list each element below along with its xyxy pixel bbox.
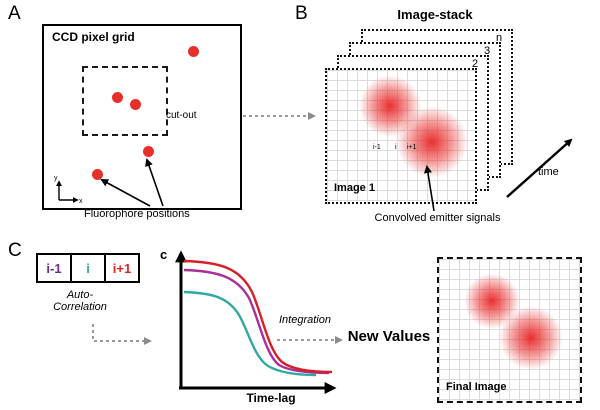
autocorrelation-label: Auto- Correlation (40, 289, 120, 313)
pixel-label-i: i (395, 144, 397, 151)
ccd-pixel-grid-box: CCD pixel grid cut-out y x (42, 24, 242, 210)
autocorrelation-line1: Auto- (66, 289, 94, 301)
image1-label: Image 1 (334, 182, 375, 194)
integration-label: Integration (279, 314, 331, 326)
fluorophore-dot (92, 169, 103, 180)
graph-x-label: Time-lag (246, 391, 296, 405)
fluorophore-dot (130, 99, 141, 110)
curve-i (183, 290, 317, 377)
pixel-cells-box: i-1 i i+1 (36, 253, 140, 283)
final-image-label: Final Image (446, 381, 507, 393)
final-image-box: Final Image (437, 257, 582, 403)
fluorophore-dot (143, 146, 154, 157)
time-label: time (538, 166, 559, 178)
cell-i-plus-1: i+1 (104, 255, 138, 281)
fluorophore-dot (188, 46, 199, 57)
graph-y-label: c (160, 247, 168, 262)
axis-x-label: x (79, 198, 83, 205)
pixel-label-i-minus-1: i-1 (373, 144, 381, 151)
cutout-region (82, 66, 168, 136)
stack-label-3: 3 (484, 45, 491, 57)
stack-label-2: 2 (472, 58, 479, 70)
pixel-label-i-plus-1: i+1 (407, 144, 417, 151)
cutout-label: cut-out (166, 110, 197, 121)
panel-a-label: A (8, 3, 21, 24)
convolved-signals-caption: Convolved emitter signals (374, 212, 501, 224)
ccd-grid-title: CCD pixel grid (52, 30, 135, 44)
cell-i: i (70, 255, 104, 281)
image-stack-title: Image-stack (397, 7, 473, 22)
autocorrelation-line2: Correlation (53, 301, 107, 313)
emitter-blob (396, 106, 468, 178)
panel-c-label: C (8, 240, 22, 261)
panel-b-label: B (295, 3, 308, 24)
new-values-label: New Values (347, 328, 431, 345)
stack-label-n: n (496, 32, 503, 44)
axis-y-label: y (54, 175, 58, 182)
fluorophore-positions-caption: Fluorophore positions (84, 208, 190, 220)
autocorrelation-arrow (92, 324, 152, 345)
xy-axis-icon: y x (54, 175, 83, 205)
final-blob (499, 306, 563, 370)
cell-i-minus-1: i-1 (46, 260, 62, 276)
stack-frame-image1: i-1 i i+1 Image 1 (325, 68, 477, 204)
fluorophore-dot (112, 92, 123, 103)
